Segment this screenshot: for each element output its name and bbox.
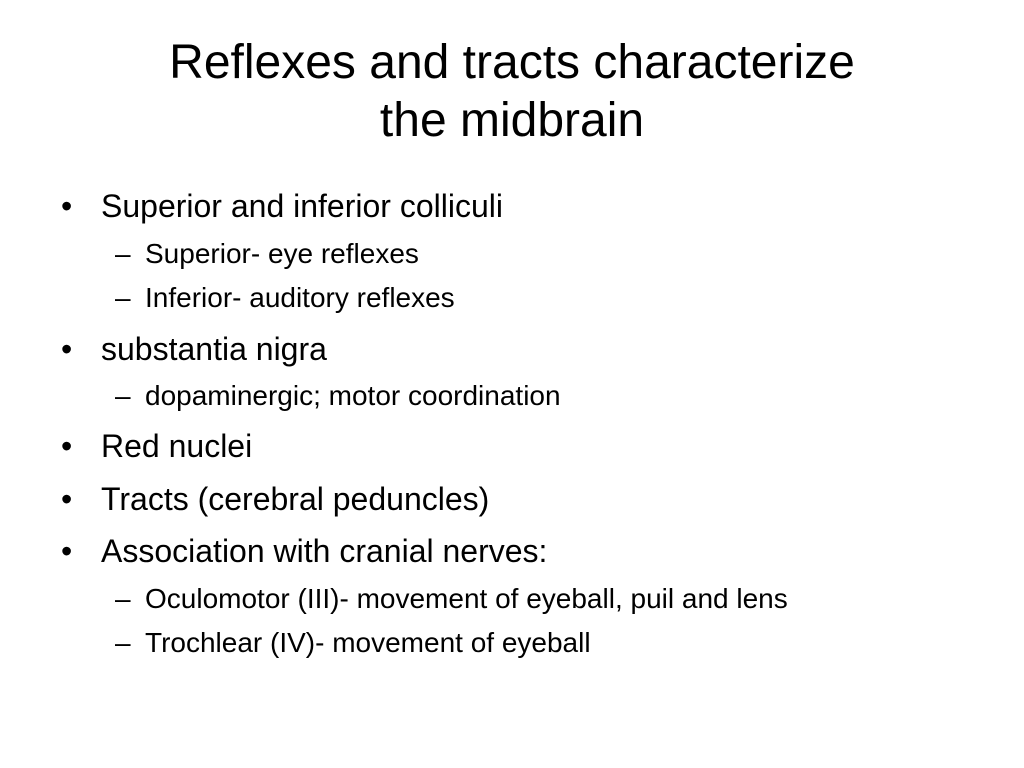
bullet-text: Tracts (cerebral peduncles) [101, 481, 490, 517]
bullet-item-cranial-nerves: • Association with cranial nerves: [61, 532, 548, 570]
sub-bullet-marker: – [115, 627, 131, 658]
sub-bullet-text: Oculomotor (III)- movement of eyeball, p… [145, 583, 788, 614]
sub-bullet-item-trochlear: – Trochlear (IV)- movement of eyeball [115, 626, 591, 660]
bullet-item-red-nuclei: • Red nuclei [61, 427, 253, 465]
slide-title: Reflexes and tracts characterize the mid… [0, 34, 1024, 150]
bullet-marker: • [61, 188, 73, 224]
slide-title-line-2: the midbrain [379, 94, 645, 147]
sub-bullet-item-superior: – Superior- eye reflexes [115, 237, 419, 271]
sub-bullet-marker: – [115, 282, 131, 313]
bullet-item-colliculi: • Superior and inferior colliculi [61, 187, 503, 225]
sub-bullet-item-oculomotor: – Oculomotor (III)- movement of eyeball,… [115, 582, 788, 616]
sub-bullet-text: Trochlear (IV)- movement of eyeball [145, 627, 591, 658]
bullet-marker: • [61, 428, 73, 464]
sub-bullet-item-dopaminergic: – dopaminergic; motor coordination [115, 379, 561, 413]
sub-bullet-text: Inferior- auditory reflexes [145, 282, 455, 313]
sub-bullet-marker: – [115, 380, 131, 411]
slide-title-line-1: Reflexes and tracts characterize [169, 36, 855, 89]
bullet-text: substantia nigra [101, 331, 327, 367]
sub-bullet-text: dopaminergic; motor coordination [145, 380, 561, 411]
sub-bullet-marker: – [115, 238, 131, 269]
bullet-item-substantia-nigra: • substantia nigra [61, 330, 327, 368]
sub-bullet-text: Superior- eye reflexes [145, 238, 419, 269]
bullet-item-tracts: • Tracts (cerebral peduncles) [61, 480, 490, 518]
bullet-text: Association with cranial nerves: [101, 533, 548, 569]
bullet-text: Superior and inferior colliculi [101, 188, 503, 224]
bullet-marker: • [61, 331, 73, 367]
sub-bullet-marker: – [115, 583, 131, 614]
sub-bullet-item-inferior: – Inferior- auditory reflexes [115, 281, 455, 315]
bullet-marker: • [61, 533, 73, 569]
bullet-marker: • [61, 481, 73, 517]
bullet-text: Red nuclei [101, 428, 253, 464]
